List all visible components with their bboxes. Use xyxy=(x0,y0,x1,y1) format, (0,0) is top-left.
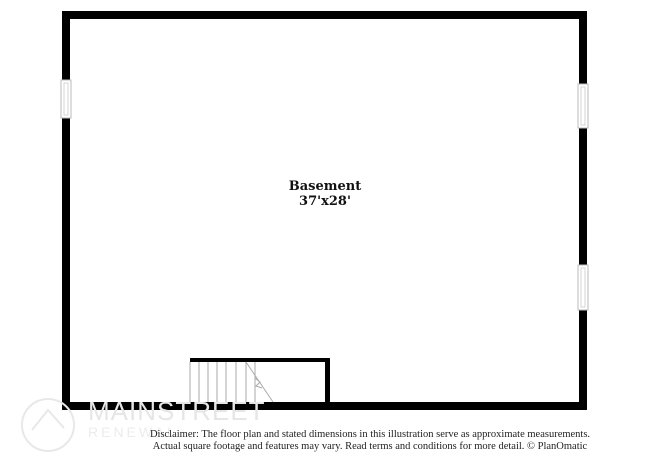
stairs xyxy=(189,361,274,403)
window-right-bottom xyxy=(577,264,589,311)
window-left xyxy=(60,79,72,119)
disclaimer-line-1: Disclaimer: The floor plan and stated di… xyxy=(149,429,591,440)
disclaimer-line-2: Actual square footage and features may v… xyxy=(152,441,588,452)
window-right-top xyxy=(577,83,589,129)
outer-walls xyxy=(62,11,587,410)
watermark-logo-text: MAINSTREET xyxy=(88,396,266,426)
room-name: Basement xyxy=(288,179,362,194)
room-dimensions: 37'x28' xyxy=(299,194,351,209)
disclaimer: Disclaimer: The floor plan and stated di… xyxy=(100,429,640,453)
watermark-logo-icon xyxy=(21,398,75,452)
stair-enclosure xyxy=(190,358,330,404)
watermark-logo-subtext: RENEWAL xyxy=(88,424,178,440)
